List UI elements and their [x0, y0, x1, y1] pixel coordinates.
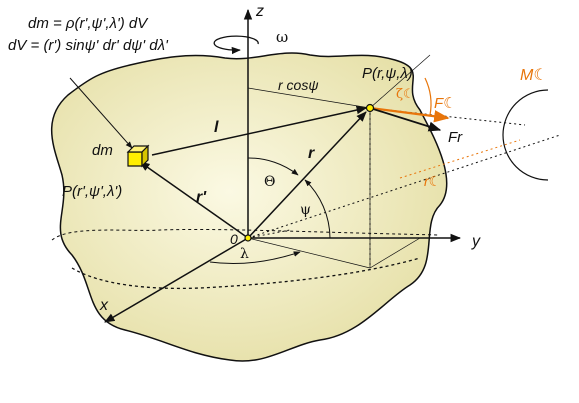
force-r-arrow	[369, 107, 442, 132]
m-moon-label: M☾	[520, 67, 548, 84]
equator-back	[51, 228, 441, 241]
l-vector-label: l	[214, 119, 219, 136]
equator-front	[71, 257, 421, 290]
theta-label: Θ	[264, 174, 275, 190]
z-axis-label: z	[255, 3, 264, 20]
origin-point	[244, 234, 252, 242]
dm-label: dm	[92, 142, 113, 159]
mass-element-cube	[126, 144, 150, 168]
x-axis	[104, 237, 249, 323]
moon-crescent	[502, 89, 549, 181]
vector-l	[151, 105, 368, 156]
rotation-arrow	[213, 35, 259, 55]
psi-arc	[304, 179, 331, 239]
r-moon-label: r☾	[424, 173, 441, 189]
point-p	[365, 103, 375, 113]
f-r-label: Fr	[448, 129, 463, 146]
zeta-arc	[424, 77, 432, 116]
zeta-moon-label: ζ☾	[396, 87, 415, 102]
dm-leader	[69, 77, 133, 149]
dm-equation-1: dm = ρ(r',ψ',λ') dV	[28, 15, 149, 32]
p-label: P(r,ψ,λ)	[362, 65, 413, 82]
theta-arc	[247, 157, 299, 176]
r-cos-psi-label: r cosψ	[278, 77, 319, 93]
f-moon-label: F☾	[434, 95, 457, 112]
psi-label: ψ	[300, 202, 311, 218]
omega-label: ω	[276, 28, 288, 46]
vector-r-prime	[139, 161, 249, 239]
dm-equation-2: dV = (r') sinψ' dr' dψ' dλ'	[8, 37, 169, 54]
body-shape	[51, 52, 448, 362]
p-prime-label: P(r',ψ',λ')	[62, 183, 122, 200]
force-moon-arrow	[369, 106, 450, 123]
r-prime-vector-label: r'	[196, 189, 207, 206]
lambda-arc	[209, 251, 301, 264]
origin-label: 0	[230, 231, 238, 247]
r-vector-label: r	[308, 145, 315, 162]
r-moon-line	[399, 139, 521, 179]
y-axis-label: y	[471, 233, 481, 250]
vector-r	[247, 111, 367, 239]
x-axis-label: x	[99, 297, 109, 314]
lambda-label: λ	[240, 246, 249, 262]
